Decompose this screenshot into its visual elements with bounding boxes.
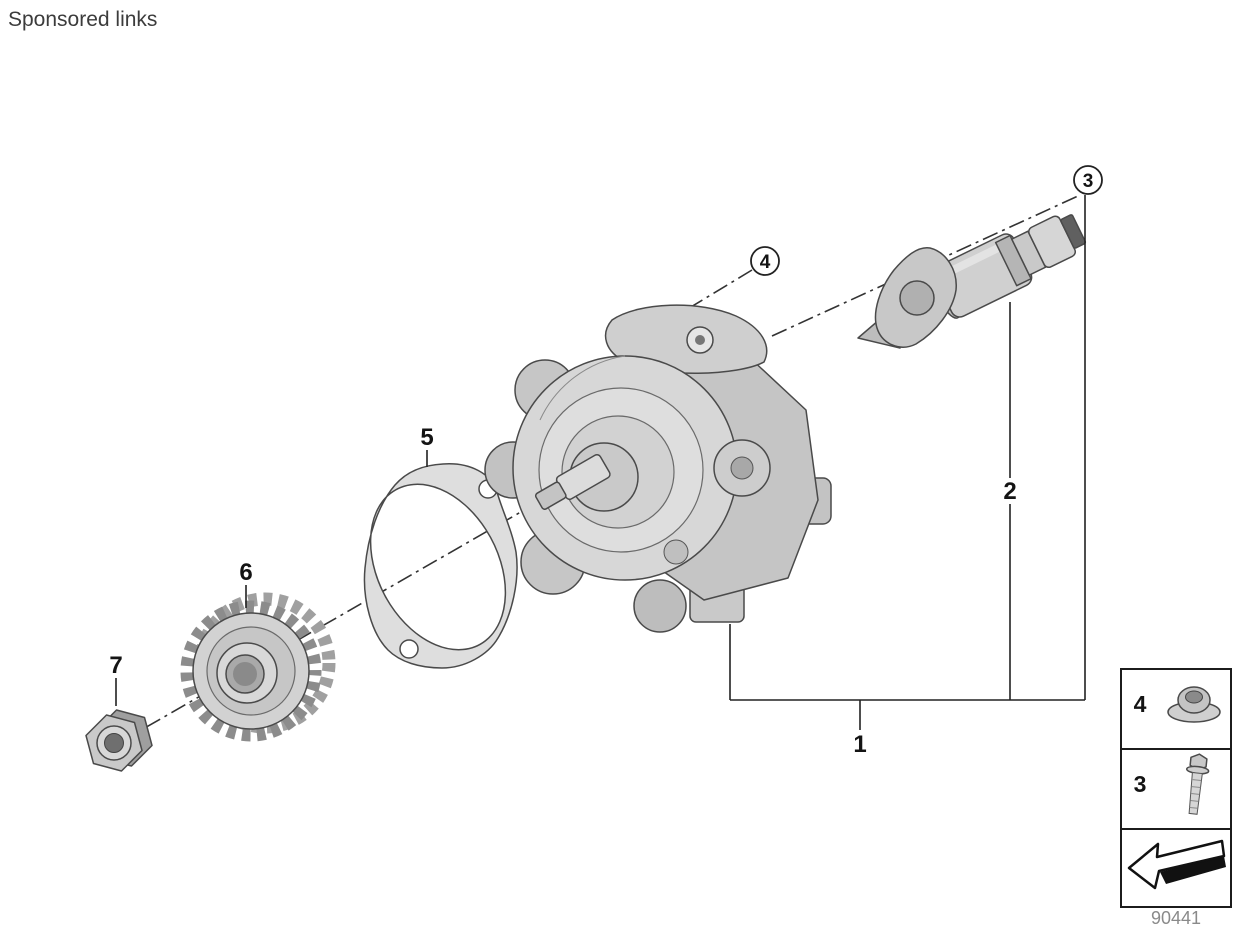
sensor-cylinder-highlight [937, 238, 1013, 281]
nut-bore [104, 733, 124, 753]
pump-lobe-bottom [633, 579, 687, 633]
direction-arrow-base [1160, 856, 1226, 884]
sprocket-drawing [180, 592, 336, 742]
sponsored-links-label: Sponsored links [8, 8, 158, 31]
callout-7[interactable]: 7 [109, 652, 122, 679]
hex-bolt-icon [1185, 753, 1210, 815]
pump-shaft-tip [534, 481, 567, 510]
pump-highlight-arc [539, 355, 626, 421]
pump-rear-boss-center [730, 456, 754, 480]
callout-3-circle[interactable] [1073, 165, 1103, 195]
main-axis-line [95, 485, 567, 757]
diagram-number: 90441 [1151, 908, 1201, 928]
direction-arrow-outline [1127, 839, 1226, 890]
callout-5[interactable]: 5 [420, 424, 433, 451]
sensor-drawing [857, 214, 1087, 349]
callout-3[interactable]: 3 [1083, 171, 1094, 192]
callout-1[interactable]: 1 [853, 731, 866, 758]
bolt-shaft [1188, 771, 1203, 815]
pump-detail-boss [663, 539, 689, 565]
gasket-drawing [363, 463, 518, 669]
callout-labels: 1 2 5 6 7 4 3 [109, 165, 1103, 758]
pump-drive-shaft [534, 453, 611, 510]
sensor-flange-center [899, 280, 935, 316]
flange-nut-hole [1185, 690, 1203, 704]
sprocket-bore-inner [233, 662, 257, 686]
pump-drawing [484, 304, 832, 633]
direction-arrow-icon [1127, 839, 1226, 890]
legend-box: 4 3 [1120, 668, 1232, 908]
gasket-bolt-hole-bottom [399, 639, 419, 659]
callout-6[interactable]: 6 [239, 559, 252, 586]
legend-label-3: 3 [1134, 771, 1147, 797]
pump-flange-bolt-hole-center [695, 335, 705, 345]
sensor-body-group [930, 214, 1087, 319]
flange-nut-icon [1167, 686, 1221, 723]
gasket-ring [363, 463, 518, 669]
callout-4-circle[interactable] [750, 246, 780, 276]
sprocket-teeth-front-row [180, 600, 322, 742]
bolt-threads [1189, 779, 1202, 809]
callout-lines [115, 195, 1086, 730]
sensor-connector-tip [1060, 214, 1087, 249]
legend-label-4: 4 [1134, 691, 1147, 717]
callout-4[interactable]: 4 [760, 252, 771, 273]
nut-drawing [85, 709, 153, 772]
callout-2[interactable]: 2 [1003, 478, 1016, 505]
